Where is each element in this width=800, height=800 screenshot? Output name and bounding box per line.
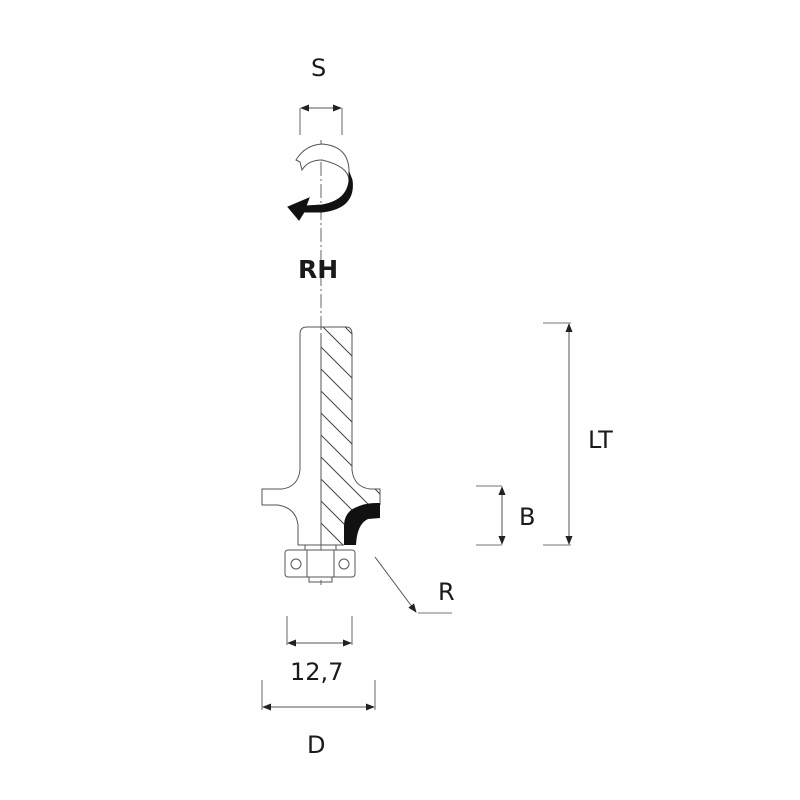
clockwise-rotation-arrow-icon: [287, 143, 353, 221]
dimension-r: [374, 556, 452, 614]
label-shank-diameter: 12,7: [290, 658, 344, 686]
label-r: R: [438, 578, 455, 606]
label-lt: LT: [588, 426, 613, 454]
label-d: D: [307, 731, 326, 759]
label-b: B: [519, 503, 536, 531]
dimension-lt: [543, 322, 573, 546]
cutter-head: [261, 327, 381, 546]
dimension-b: [476, 485, 506, 546]
bearing: [284, 545, 356, 583]
dimension-s: [299, 104, 343, 135]
label-rotation: RH: [298, 255, 339, 284]
label-s: S: [311, 54, 327, 82]
dimension-shank-diameter: [286, 616, 353, 647]
dimension-d: [261, 680, 376, 711]
